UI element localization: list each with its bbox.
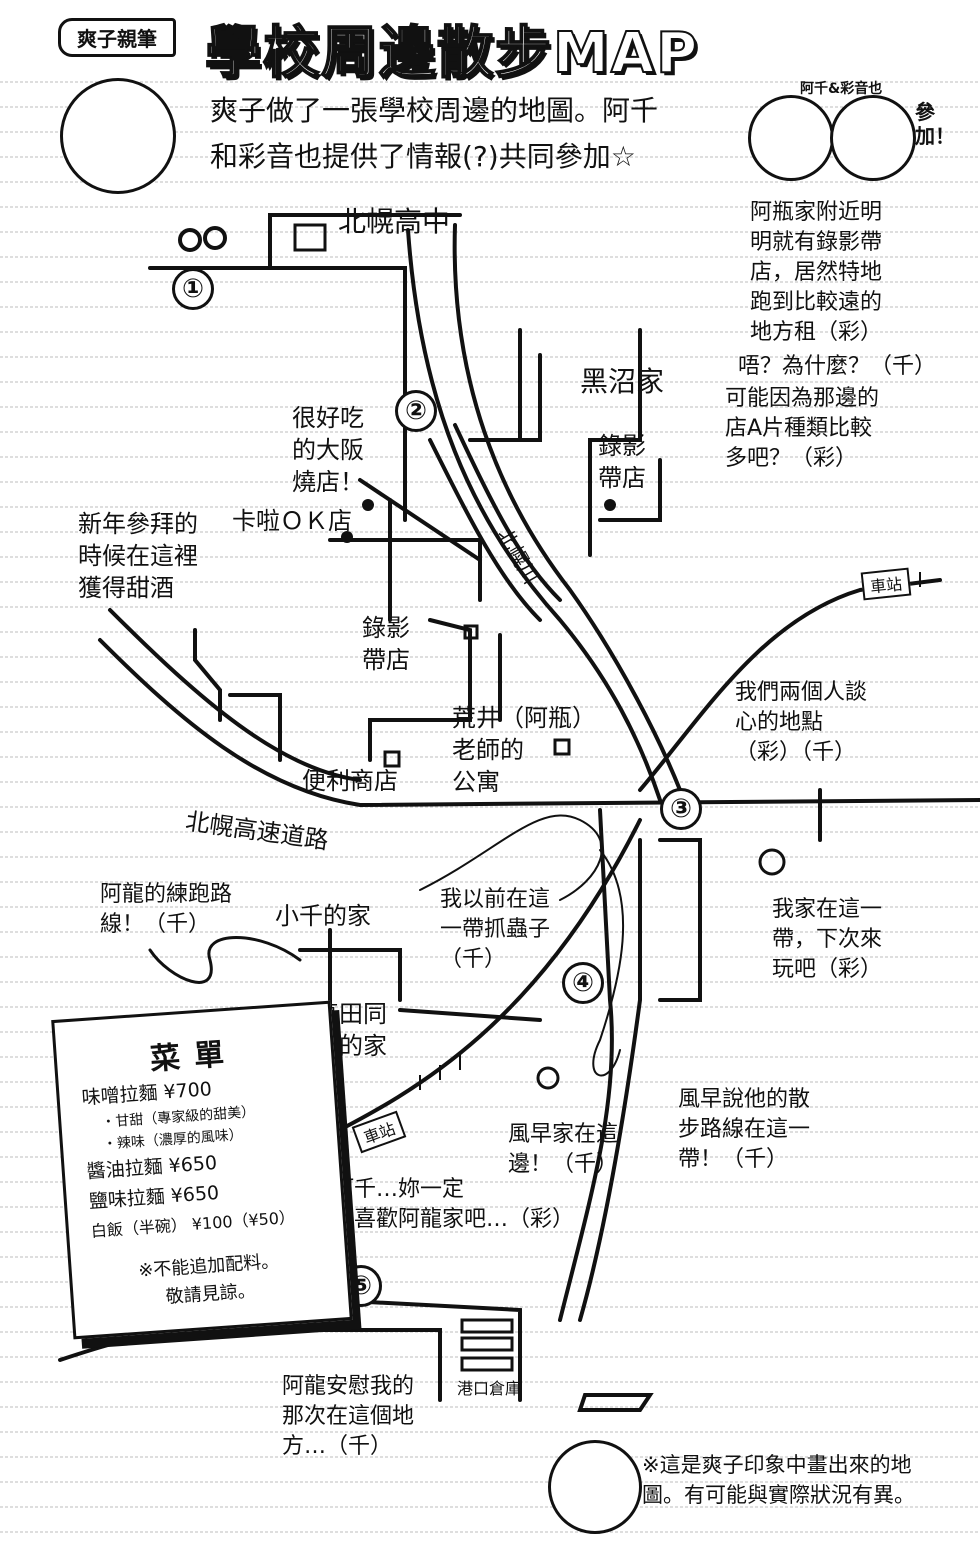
- coast-2: [328, 1298, 522, 1402]
- tree-icon: [178, 228, 202, 252]
- chizu-route: [419, 814, 603, 901]
- osaka-dot: [362, 499, 374, 511]
- marker-2: ②: [395, 390, 437, 432]
- marker-3: ③: [660, 788, 702, 830]
- label-osaka: 很好吃 的大阪 燒店！: [292, 404, 364, 496]
- sawako-avatar-small: [548, 1440, 642, 1534]
- label-school: 北幌高中: [338, 205, 451, 238]
- road-school-left: [268, 266, 407, 522]
- highway-b: [108, 608, 362, 782]
- label-conv: 便利商店: [302, 767, 398, 795]
- guests-label: 阿千&彩音也: [800, 81, 883, 97]
- road-chizu-1: [298, 948, 402, 1002]
- road-kuronuma-4: [598, 458, 662, 522]
- harbor-box-2: [460, 1336, 514, 1352]
- note-chizu-like: 阿千…妳一定 很喜歡阿龍家吧…（彩）: [332, 1177, 575, 1232]
- railway-top: [638, 578, 942, 792]
- note-maybe: 可能因為那邊的 店A片種類比較 多吧？（彩）: [725, 386, 880, 471]
- intro-text: 爽子做了一張學校周邊的地圖。阿千 和彩音也提供了情報(?)共同參加☆: [210, 94, 659, 173]
- label-station-top: 車站: [860, 567, 912, 601]
- highway: [98, 638, 980, 808]
- note-bugs: 我以前在這 一帶抓蟲子 （千）: [440, 887, 551, 972]
- note-ryu-comfort: 阿龍安慰我的 那次在這個地 方…（千）: [282, 1374, 415, 1459]
- join-label: 參加！: [915, 100, 955, 148]
- road-karaoke-1: [358, 478, 482, 562]
- chizu-avatar: [748, 95, 834, 181]
- ayane-home-icon: [758, 848, 786, 876]
- page-title: 學校周邊散步MAP: [204, 20, 700, 87]
- road-school-top: [148, 213, 462, 270]
- road-kuronuma-3: [588, 328, 642, 557]
- school-icon: [293, 223, 327, 252]
- note-disclaimer: ※這是爽子印象中畫出來的地 圖。有可能與實際狀況有異。: [642, 1453, 915, 1507]
- marker-4: ④: [562, 962, 604, 1004]
- ship-icon: [577, 1393, 654, 1412]
- video2-icon: [463, 624, 479, 640]
- note-video: 阿瓶家附近明 明就有錄影帶 店，居然特地 跑到比較遠的 地方租（彩）: [750, 200, 883, 345]
- railway-bottom: [318, 818, 642, 1142]
- main-road-left: [406, 228, 662, 802]
- road-south-2: [578, 838, 642, 1322]
- label-video2: 錄影 帶店: [362, 614, 410, 674]
- main-road-right: [452, 223, 682, 792]
- sawako-avatar: [60, 78, 176, 194]
- teacher-icon: [553, 738, 571, 756]
- label-teacher: 荒井（阿瓶） 老師的 公寓: [452, 704, 596, 796]
- road-karaoke-2: [328, 538, 482, 602]
- menu-footer: ※不能追加配料。 敬請見諒。: [137, 1250, 280, 1308]
- river-left: [428, 438, 542, 622]
- ryu-route: [148, 936, 302, 984]
- ayane-avatar: [830, 95, 916, 181]
- note-kazehaya-walk: 風早說他的散 步路線在這一 帶！（千）: [678, 1087, 811, 1172]
- road-south-3: [658, 838, 702, 1002]
- video1-dot: [604, 499, 616, 511]
- label-kuronuma: 黑沼家: [580, 365, 665, 398]
- kazehaya-route: [592, 849, 625, 1077]
- note-ayane-home: 我家在這一 帶，下次來 玩吧（彩）: [772, 897, 883, 982]
- label-shrine: 新年參拜的 時候在這裡 獲得甜酒: [78, 510, 198, 602]
- note-kazehaya-home: 風早家在這 邊！（千）: [508, 1122, 619, 1177]
- label-karaoke: 卡啦ＯＫ店: [232, 507, 352, 535]
- river-right: [453, 423, 562, 602]
- road-shrine: [193, 628, 222, 722]
- tree-icon-2: [203, 226, 227, 250]
- label-chizu-home: 小千的家: [275, 902, 371, 930]
- marker-1: ①: [172, 268, 214, 310]
- note-why: 唔？為什麼？（千）: [738, 354, 937, 379]
- label-video1: 錄影 帶店: [598, 432, 646, 492]
- road-video2: [368, 618, 472, 762]
- harbor-box-3: [460, 1356, 514, 1372]
- ramen-menu: 菜單 味噌拉麵 ¥700 ・甘甜（專家級的甜美） ・辣味（濃厚的風味） 醬油拉麵…: [51, 1000, 353, 1340]
- karaoke-dot: [341, 531, 353, 543]
- label-harbor: 港口倉庫: [457, 1379, 522, 1398]
- note-ryu-route: 阿龍的練跑路 線！（千）: [100, 882, 233, 937]
- badge-label: 爽子親筆: [58, 18, 176, 57]
- road-chizu-3: [398, 1008, 542, 1022]
- road-shrine-2: [228, 693, 282, 762]
- road-kuronuma-2: [468, 353, 542, 442]
- road-south-1: [558, 808, 614, 1322]
- note-talk: 我們兩個人談 心的地點 （彩）（千）: [735, 680, 868, 765]
- conv-icon: [383, 750, 401, 768]
- harbor-box-1: [460, 1318, 514, 1334]
- kazehaya-home-icon: [536, 1066, 560, 1090]
